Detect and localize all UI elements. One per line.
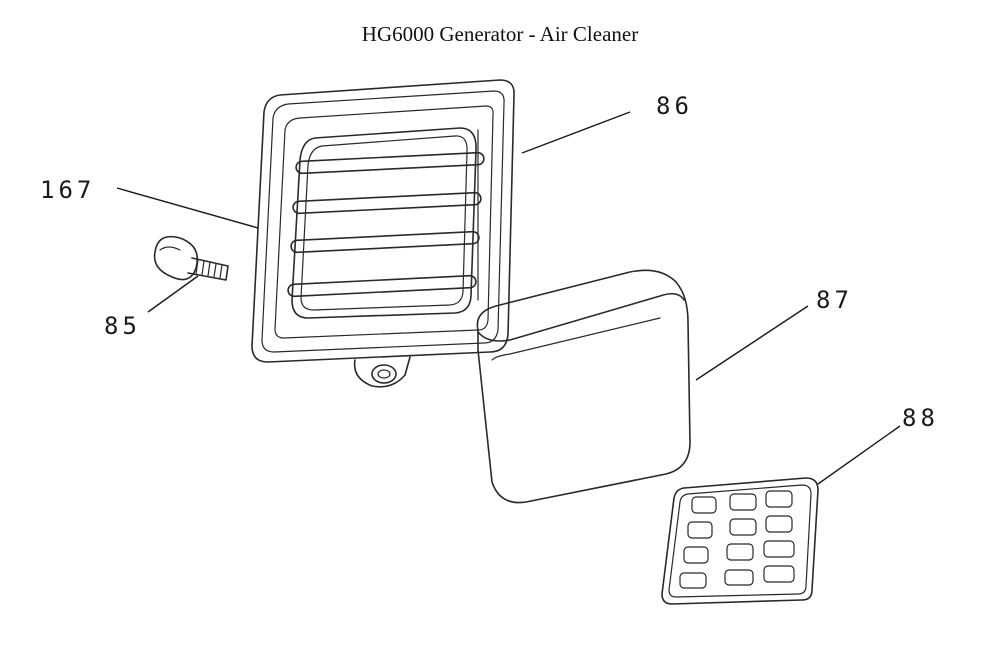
diagram-title: HG6000 Generator - Air Cleaner [361,22,639,46]
leader-line-86 [521,111,631,154]
leader-line-88 [817,425,901,485]
leader-line-167 [116,187,259,229]
filter-grid-plate [661,477,819,605]
wing-bolt [153,235,229,281]
leader-line-87 [695,305,809,381]
callout-88: 88 [902,404,939,432]
callout-87: 87 [816,286,853,314]
callout-86: 86 [656,92,693,120]
foam-filter-element [476,269,691,504]
callout-85: 85 [104,312,141,340]
air-cleaner-case [251,79,515,388]
leader-line-85 [147,275,199,313]
callout-167: 167 [40,176,95,204]
